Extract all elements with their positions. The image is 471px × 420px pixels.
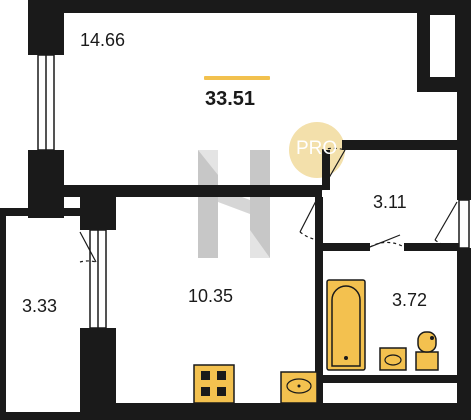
stove-icon: [193, 364, 235, 404]
toilet-icon: [415, 331, 439, 371]
room-area-hallway: 3.11: [373, 192, 407, 212]
door-entrance: [434, 201, 458, 249]
kitchen-sink-icon: [280, 371, 318, 404]
room-area-kitchen: 10.35: [188, 286, 234, 306]
watermark-pro-badge: [289, 122, 345, 178]
door-kitchen-balcony: [79, 231, 97, 263]
watermark-logo-icon: [198, 150, 270, 258]
room-area-balcony: 3.33: [22, 296, 58, 316]
sink-icon: [379, 347, 407, 371]
total-area: 33.51: [205, 88, 256, 110]
window-living: [37, 54, 55, 151]
bathtub-icon: [326, 279, 366, 371]
door-bathroom: [369, 234, 405, 248]
total-area-accent: [204, 76, 270, 80]
watermark-text: PRO: [296, 138, 338, 159]
window-right: [458, 199, 470, 249]
room-area-bathroom: 3.72: [392, 290, 428, 310]
window-kitchen: [89, 229, 107, 329]
door-hall-living: [321, 147, 346, 191]
door-hall-kitchen: [299, 196, 319, 241]
room-area-living: 14.66: [80, 30, 126, 50]
